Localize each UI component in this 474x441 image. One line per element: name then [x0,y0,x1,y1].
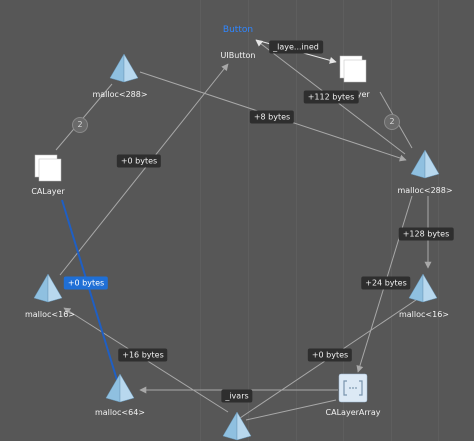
edge-label-plus24[interactable]: +24 bytes [361,276,411,290]
edge-count-badge[interactable]: 2 [72,117,88,133]
node-label-malloc288-left: malloc<288> [92,90,148,99]
pyramid-icon[interactable] [222,411,252,441]
edge-malloc288-left-to-calayer[interactable] [55,83,113,151]
edge-selected-calayer-to-malloc64[interactable] [61,199,118,381]
edge-label-ivars[interactable]: _ivars [221,389,253,403]
array-brackets-icon[interactable] [338,373,368,403]
stacked-layer-icon[interactable] [34,154,62,182]
edge-calayerarray-to-bottom[interactable] [245,399,337,421]
edge-label-plus112[interactable]: +112 bytes [303,90,359,104]
pyramid-icon[interactable] [109,53,139,83]
node-label-malloc64: malloc<64> [94,408,146,417]
edge-label-plus0-selected[interactable]: +0 bytes [63,276,109,290]
node-label-calayer-left: CALayer [31,187,65,196]
node-label-calayerarray: CALayerArray [325,408,381,417]
edge-label-plus0-bottom[interactable]: +0 bytes [307,348,353,362]
node-label-malloc16-left: malloc<16> [24,310,76,319]
edge-label-plus0-center[interactable]: +0 bytes [116,154,162,168]
node-label-button: Button [222,25,254,35]
edge-malloc16-to-uibutton[interactable] [59,63,229,276]
edge-count-badge[interactable]: 2 [384,114,400,130]
pyramid-icon[interactable] [33,273,63,303]
pyramid-icon[interactable] [408,273,438,303]
pyramid-icon[interactable] [410,149,440,179]
edge-label-laye-ined[interactable]: _laye...ined [269,40,323,54]
node-label-malloc16-right: malloc<16> [398,310,450,319]
edge-label-plus16[interactable]: +16 bytes [118,348,168,362]
node-label-malloc288-right: malloc<288> [397,186,453,195]
edge-label-plus8[interactable]: +8 bytes [249,110,295,124]
stacked-layer-icon[interactable] [339,55,367,83]
node-label-uibutton: UIButton [220,51,256,60]
edge-label-plus128[interactable]: +128 bytes [398,227,454,241]
pyramid-icon[interactable] [105,373,135,403]
